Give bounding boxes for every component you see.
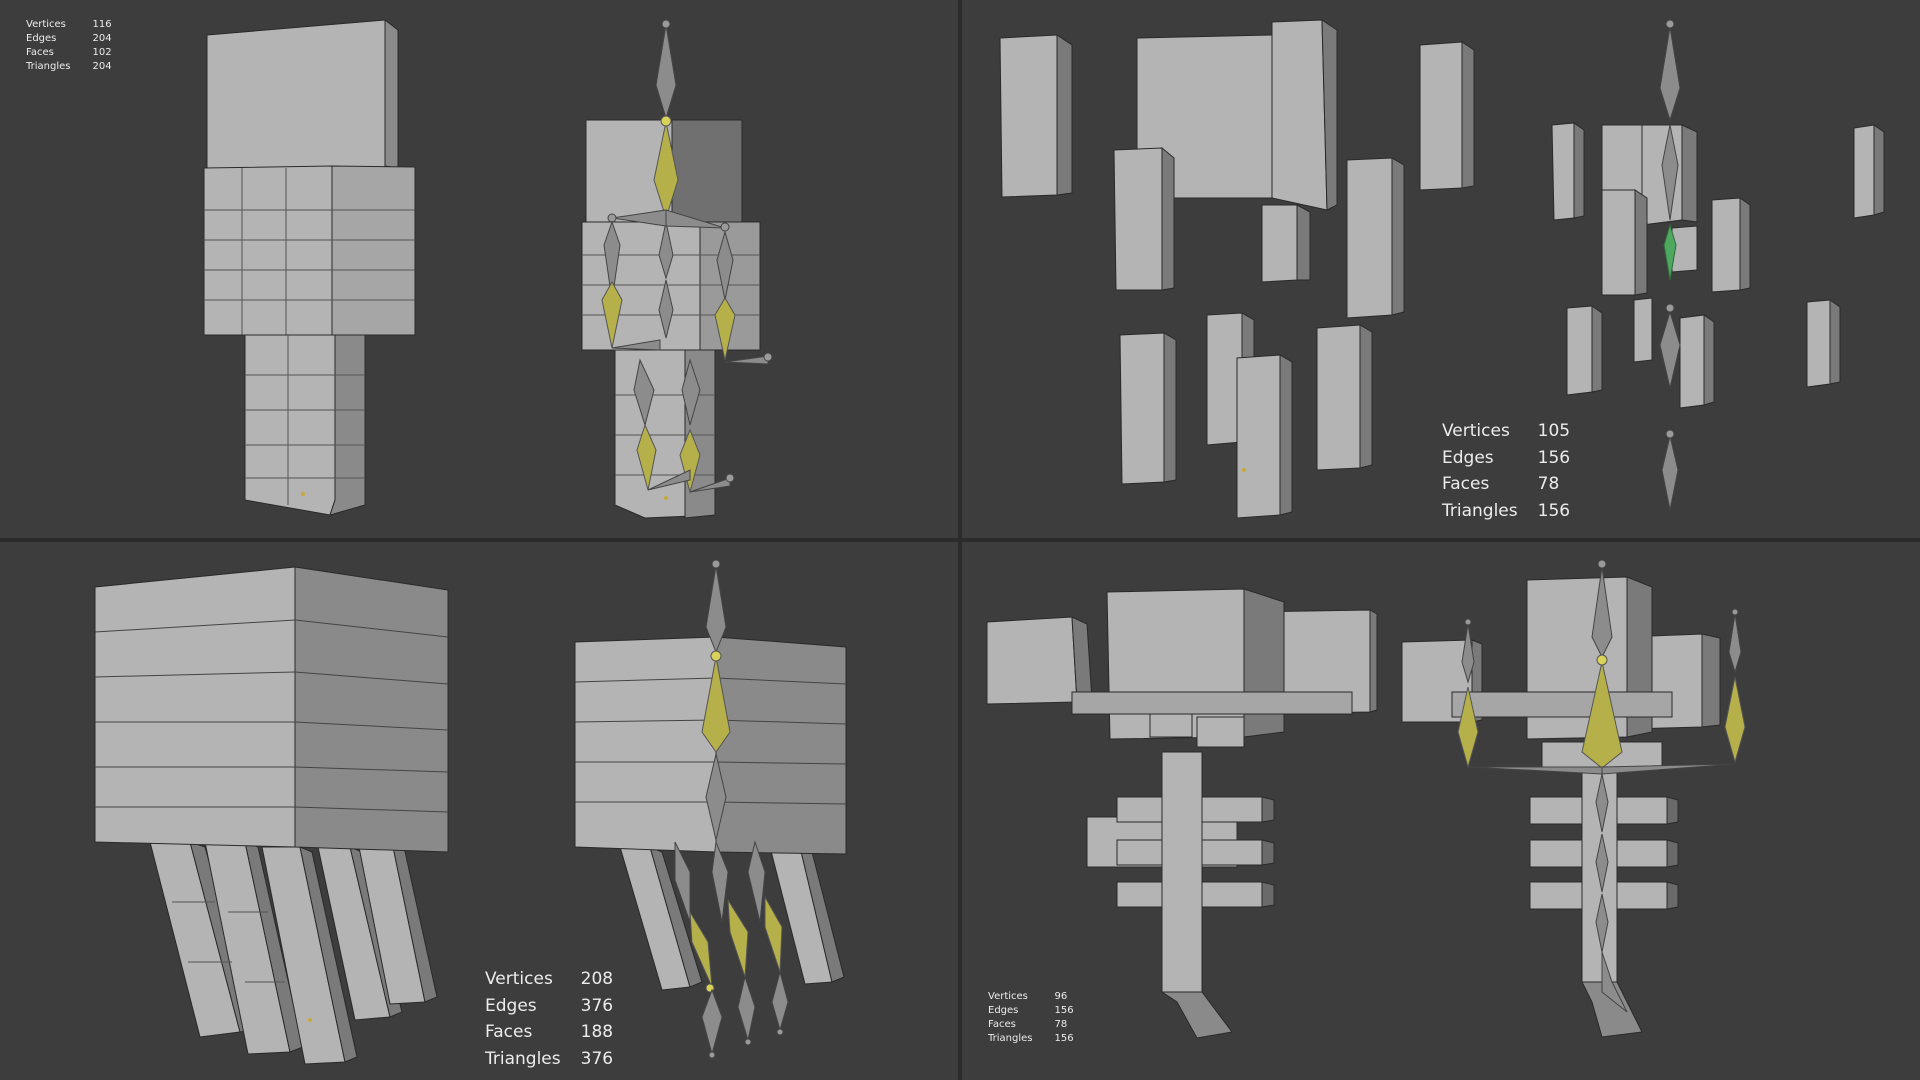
creature-rig-right[interactable]	[1401, 559, 1746, 1038]
stat-label: Triangles	[988, 1033, 1033, 1044]
viewport-top-right-scene	[999, 19, 1885, 519]
scene-statistics: Vertices 116 Edges 204 Faces 102 Triangles 2…	[26, 18, 112, 74]
viewport-top-left-scene	[203, 18, 773, 519]
viewport-top-right[interactable]: Vertices 105 Edges 156 Faces 78 Triangles 15…	[962, 0, 1920, 538]
stat-value: 102	[92, 47, 112, 58]
stat-value: 78	[1537, 474, 1560, 494]
viewport-bottom-right[interactable]: Vertices 96 Edges 156 Faces 78 Triangles 156	[962, 542, 1920, 1080]
stat-value: 105	[1537, 421, 1571, 441]
stat-label: Faces	[26, 47, 54, 58]
stat-value: 156	[1054, 1005, 1074, 1016]
humanoid-rig-right[interactable]	[581, 19, 773, 519]
stat-value: 376	[580, 1048, 614, 1069]
box-mesh-left[interactable]	[94, 566, 449, 1065]
scene-statistics: Vertices 105 Edges 156 Faces 78 Triangles 15…	[1442, 418, 1570, 524]
humanoid-mesh-left[interactable]	[203, 18, 416, 516]
viewport-bottom-right-scene	[986, 559, 1746, 1039]
stat-value: 376	[580, 995, 614, 1016]
stat-label: Edges	[26, 33, 57, 44]
stat-label: Triangles	[26, 61, 71, 72]
viewport-bottom-left[interactable]: Vertices 208 Edges 376 Faces 188 Triangles 3…	[0, 542, 958, 1080]
pillar-rig[interactable]	[1551, 19, 1885, 511]
stat-value: 96	[1054, 991, 1068, 1002]
stat-label: Vertices	[1442, 421, 1510, 441]
stat-label: Faces	[1442, 474, 1490, 494]
stat-value: 156	[1537, 447, 1571, 468]
box-rig-right[interactable]	[574, 559, 847, 1059]
stat-value: 204	[92, 61, 112, 72]
stat-label: Vertices	[988, 991, 1028, 1002]
creature-mesh-left[interactable]	[986, 588, 1378, 1039]
stat-value: 156	[1537, 500, 1571, 521]
stat-label: Vertices	[485, 969, 553, 989]
stat-value: 188	[580, 1022, 614, 1042]
stat-label: Edges	[1442, 447, 1494, 468]
stat-label: Edges	[988, 1005, 1019, 1016]
viewport-bottom-left-scene	[94, 559, 847, 1065]
stat-value: 156	[1054, 1033, 1074, 1044]
stat-value: 116	[92, 19, 112, 30]
stat-label: Triangles	[1442, 500, 1518, 521]
stat-value: 78	[1054, 1019, 1068, 1030]
stat-label: Edges	[485, 995, 537, 1016]
stat-value: 208	[580, 969, 614, 989]
stat-label: Triangles	[485, 1048, 561, 1069]
pillar-mesh[interactable]	[999, 19, 1475, 519]
scene-statistics: Vertices 208 Edges 376 Faces 188 Triangles 3…	[485, 966, 613, 1072]
viewport-top-left[interactable]: Vertices 116 Edges 204 Faces 102 Triangles 2…	[0, 0, 958, 538]
scene-statistics: Vertices 96 Edges 156 Faces 78 Triangles 156	[988, 990, 1074, 1046]
stat-value: 204	[92, 33, 112, 44]
stat-label: Faces	[485, 1022, 533, 1042]
stat-label: Vertices	[26, 19, 66, 30]
stat-label: Faces	[988, 1019, 1016, 1030]
